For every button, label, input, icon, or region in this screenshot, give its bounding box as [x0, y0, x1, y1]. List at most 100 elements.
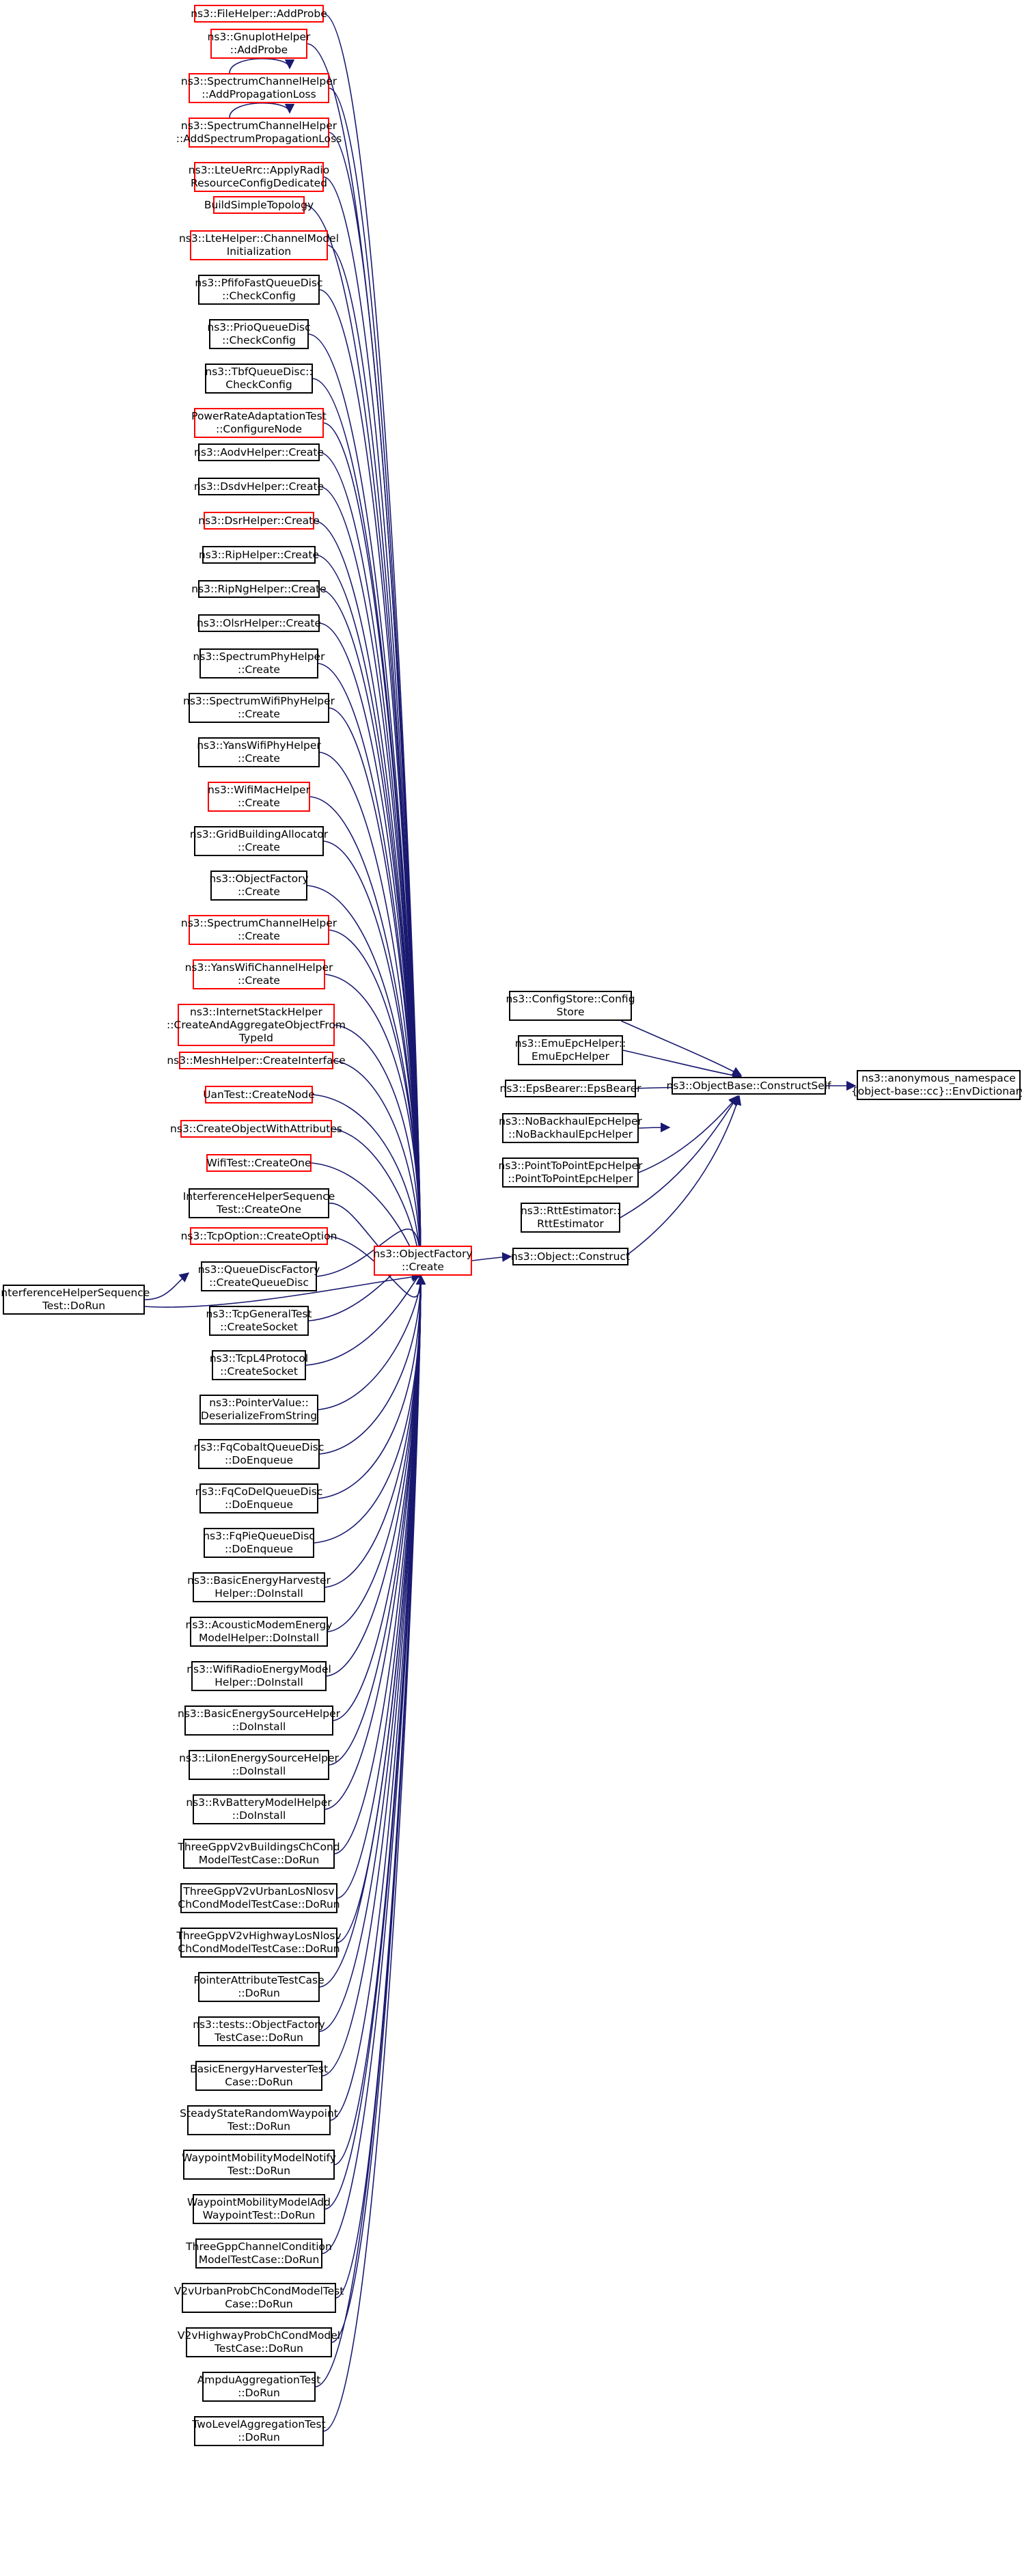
caller-node[interactable]: ns3::OlsrHelper::Create [197, 614, 321, 632]
node-label-line: ns3::MeshHelper::CreateInterface [167, 1054, 346, 1067]
call-edge [144, 1272, 190, 1300]
caller-node[interactable]: ns3::YansWifiPhyHelper::Create [197, 737, 321, 767]
caller-node[interactable]: ns3::SpectrumWifiPhyHelper::Create [183, 693, 335, 723]
caller-node[interactable]: AmpduAggregationTest::DoRun [197, 2372, 320, 2402]
node-label-line: ::CreateSocket [220, 1365, 298, 1378]
node-label-line: ns3::ObjectBase::ConstructSelf [666, 1079, 831, 1092]
node-construct-self[interactable]: ns3::ObjectBase::ConstructSelf [666, 1077, 831, 1095]
caller-node[interactable]: TwoLevelAggregationTest::DoRun [192, 2416, 326, 2446]
node-label-line: ::DoInstall [232, 1765, 286, 1777]
caller-node[interactable]: ns3::InternetStackHelper::CreateAndAggre… [167, 1004, 346, 1046]
caller-node[interactable]: ns3::SpectrumChannelHelper::AddPropagati… [181, 73, 337, 103]
node-label-line: V2vUrbanProbChCondModelTest [174, 2285, 344, 2297]
caller-node[interactable]: ns3::FileHelper::AddProbe [191, 5, 327, 23]
call-edge [334, 1024, 426, 1277]
caller-node[interactable]: ns3::QueueDiscFactory::CreateQueueDisc [198, 1261, 320, 1291]
caller-node[interactable]: ns3::FqPieQueueDisc::DoEnqueue [203, 1528, 315, 1558]
node-no-backhaul-epc-helper[interactable]: ns3::NoBackhaulEpcHelper ::NoBackhaulEpc… [499, 1113, 642, 1143]
node-label-line: ChCondModelTestCase::DoRun [178, 1898, 340, 1910]
caller-node[interactable]: ns3::AodvHelper::Create [194, 443, 324, 461]
caller-node[interactable]: ns3::PointerValue::DeserializeFromString [199, 1395, 318, 1425]
node-label-line: ns3::tests::ObjectFactory [193, 2018, 325, 2031]
caller-node[interactable]: WifiTest::CreateOne [206, 1154, 312, 1172]
caller-node[interactable]: ns3::RvBatteryModelHelper::DoInstall [186, 1794, 332, 1824]
call-edge [305, 1267, 426, 1366]
node-label-line: Initialization [226, 245, 292, 258]
caller-node[interactable]: ns3::TcpGeneralTest::CreateSocket [206, 1306, 312, 1336]
node-label-line: PowerRateAdaptationTest [191, 410, 327, 422]
caller-node[interactable]: ns3::SpectrumPhyHelper::Create [193, 648, 324, 679]
caller-node[interactable]: ns3::TcpOption::CreateOption [181, 1227, 337, 1245]
node-config-store[interactable]: ns3::ConfigStore::Config Store [506, 991, 635, 1021]
node-label-line: ModelHelper::DoInstall [198, 1632, 320, 1644]
node-label-line: BuildSimpleTopology [204, 198, 314, 211]
node-interference-helper-dorun[interactable]: InterferenceHelperSequence Test::DoRun [0, 1285, 150, 1315]
caller-node[interactable]: ns3::FqCobaltQueueDisc::DoEnqueue [194, 1439, 324, 1469]
node-label-line: ns3::GridBuildingAllocator [189, 828, 329, 840]
node-object-construct[interactable]: ns3::Object::Construct [511, 1248, 630, 1265]
caller-node[interactable]: ns3::MeshHelper::CreateInterface [167, 1052, 346, 1069]
call-edge [334, 1274, 426, 2165]
node-object-factory-create[interactable]: ns3::ObjectFactory ::Create [373, 1246, 473, 1276]
caller-node[interactable]: ns3::DsdvHelper::Create [194, 478, 324, 495]
node-label-line: ns3::LteUeRrc::ApplyRadio [188, 164, 330, 176]
caller-node[interactable]: UanTest::CreateNode [203, 1086, 315, 1104]
caller-node[interactable]: ns3::TcpL4Protocol::CreateSocket [210, 1350, 308, 1380]
caller-node[interactable]: PointerAttributeTestCase::DoRun [193, 1972, 324, 2002]
node-label-line: ns3::BasicEnergyHarvester [187, 1574, 331, 1587]
node-label-line: Test::DoRun [227, 2165, 291, 2177]
node-label-line: ns3::BasicEnergySourceHelper [178, 1708, 340, 1720]
caller-node[interactable]: ns3::PfifoFastQueueDisc::CheckConfig [195, 275, 323, 305]
caller-node[interactable]: ns3::ObjectFactory::Create [209, 871, 309, 901]
caller-node[interactable]: ns3::RipNgHelper::Create [191, 580, 327, 598]
caller-node[interactable]: ns3::CreateObjectWithAttributes [170, 1120, 342, 1138]
caller-node[interactable]: ns3::SpectrumChannelHelper::Create [181, 915, 337, 945]
call-edge [333, 1060, 426, 1277]
caller-node[interactable]: ns3::GnuplotHelper::AddProbe [208, 29, 310, 59]
node-label-line: ns3::FqCoDelQueueDisc [195, 1485, 323, 1498]
caller-node[interactable]: ns3::RipHelper::Create [199, 546, 319, 564]
call-edge [638, 1095, 738, 1173]
caller-node[interactable]: ns3::SpectrumChannelHelper::AddSpectrumP… [176, 118, 342, 148]
node-emu-epc-helper[interactable]: ns3::EmuEpcHelper:: EmuEpcHelper [515, 1035, 626, 1065]
node-point-to-point-epc-helper[interactable]: ns3::PointToPointEpcHelper ::PointToPoin… [499, 1157, 642, 1188]
caller-node[interactable]: ns3::TbfQueueDisc::CheckConfig [205, 364, 313, 394]
node-label-line: UanTest::CreateNode [203, 1088, 315, 1101]
node-label-line: ::Create [238, 841, 280, 853]
caller-node[interactable]: ns3::PrioQueueDisc::CheckConfig [207, 319, 311, 349]
node-label-line: ThreeGppV2vHighwayLosNlosv [176, 1930, 342, 1942]
caller-node[interactable]: ns3::GridBuildingAllocator::Create [190, 826, 328, 856]
node-eps-bearer[interactable]: ns3::EpsBearer::EpsBearer [500, 1080, 641, 1097]
node-rtt-estimator[interactable]: ns3::RttEstimator:: RttEstimator [521, 1203, 620, 1233]
node-label-line: ThreeGppV2vUrbanLosNlosv [183, 1885, 335, 1897]
caller-node[interactable]: ns3::YansWifiChannelHelper::Create [185, 959, 333, 989]
caller-node[interactable]: ns3::FqCoDelQueueDisc::DoEnqueue [195, 1483, 322, 1513]
node-label-line: ::Create [238, 974, 280, 987]
caller-node[interactable]: ns3::BasicEnergySourceHelper::DoInstall [178, 1705, 340, 1736]
caller-node[interactable]: BuildSimpleTopology [204, 196, 314, 214]
caller-node[interactable]: ns3::WifiMacHelper::Create [208, 782, 310, 812]
caller-node[interactable]: ns3::DsrHelper::Create [198, 512, 320, 530]
call-edge [471, 1252, 512, 1262]
node-label-line: Case::DoRun [225, 2298, 293, 2310]
caller-node[interactable]: ns3::LiIonEnergySourceHelper::DoInstall [179, 1750, 339, 1780]
caller-node[interactable]: PowerRateAdaptationTest::ConfigureNode [191, 408, 327, 438]
